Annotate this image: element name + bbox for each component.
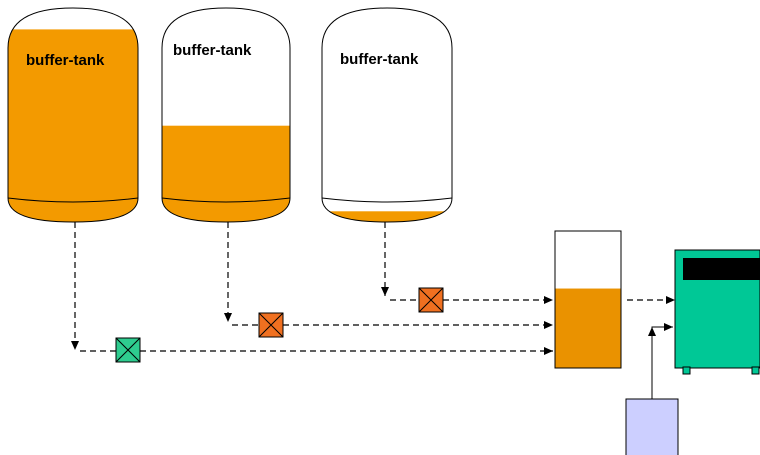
flow-lines (71, 222, 675, 351)
mixing-vessel-liquid (555, 288, 621, 368)
valve-icon[interactable] (115, 337, 141, 363)
machine-screen (683, 258, 760, 280)
buffer-tank-3: buffer-tank (321, 7, 453, 223)
machine-icon[interactable] (674, 249, 760, 375)
tank-2-liquid (162, 125, 290, 222)
buffer-tank-2: buffer-tank (161, 7, 291, 223)
tank-3-label: buffer-tank (340, 51, 419, 68)
valve-icon[interactable] (418, 287, 444, 313)
additive-line (648, 323, 673, 400)
tank-1-label: buffer-tank (26, 52, 105, 69)
machine-foot (751, 366, 760, 375)
tank-1-liquid (8, 29, 138, 222)
additive-container (625, 398, 679, 455)
machine-foot (682, 366, 691, 375)
buffer-tank-1: buffer-tank (7, 7, 139, 223)
tank-3-liquid (322, 211, 452, 222)
valve-icon[interactable] (258, 312, 284, 338)
tank-2-label: buffer-tank (173, 42, 252, 59)
mixing-vessel (554, 230, 622, 369)
